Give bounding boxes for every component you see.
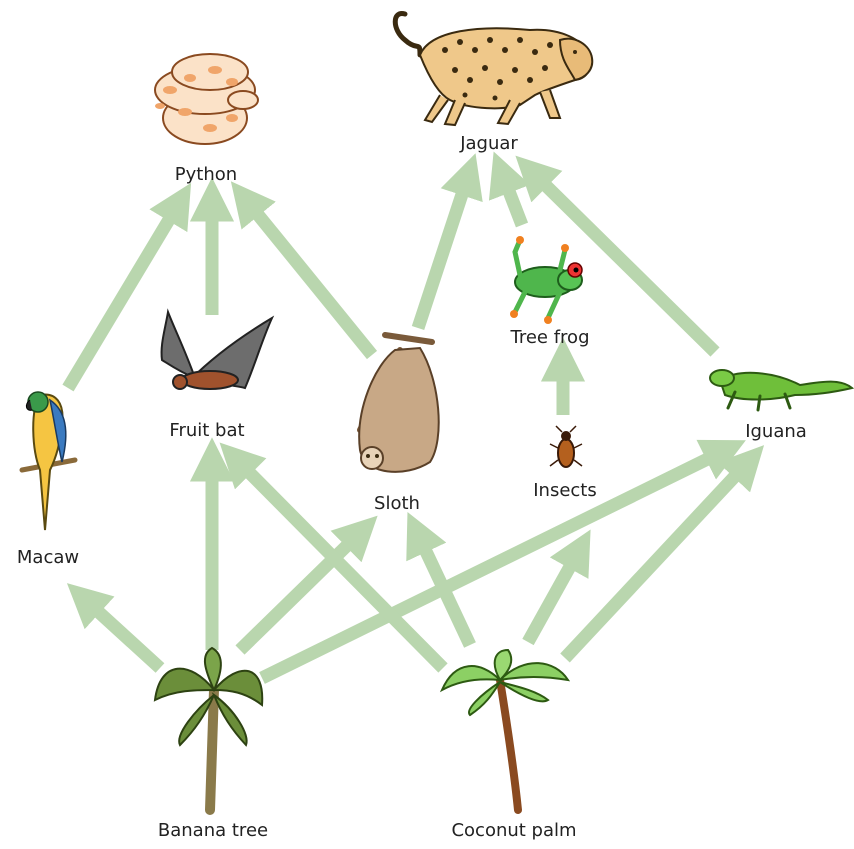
banana-tree-illustration <box>155 648 262 810</box>
label-iguana: Iguana <box>745 422 807 442</box>
label-banana-tree: Banana tree <box>158 821 268 841</box>
arrow-sloth-to-jaguar <box>418 170 470 328</box>
iguana-illustration <box>710 370 852 410</box>
insects-illustration <box>550 426 582 467</box>
arrow-tree-frog-to-jaguar <box>500 168 522 225</box>
tree-frog-illustration <box>510 236 582 324</box>
label-insects: Insects <box>533 481 597 501</box>
label-fruit-bat: Fruit bat <box>169 421 244 441</box>
fruit-bat-illustration <box>162 312 272 389</box>
arrow-iguana-to-jaguar <box>528 168 715 352</box>
label-tree-frog: Tree frog <box>510 328 589 348</box>
macaw-illustration <box>22 392 75 530</box>
label-jaguar: Jaguar <box>460 134 518 154</box>
arrow-banana-tree-to-macaw <box>80 595 160 668</box>
arrow-coconut-palm-to-insects <box>528 545 582 642</box>
jaguar-illustration <box>395 13 592 125</box>
label-coconut-palm: Coconut palm <box>451 821 576 841</box>
python-illustration <box>155 54 258 144</box>
label-macaw: Macaw <box>17 548 79 568</box>
label-sloth: Sloth <box>374 494 420 514</box>
label-python: Python <box>175 165 237 185</box>
coconut-palm-illustration <box>442 650 568 810</box>
